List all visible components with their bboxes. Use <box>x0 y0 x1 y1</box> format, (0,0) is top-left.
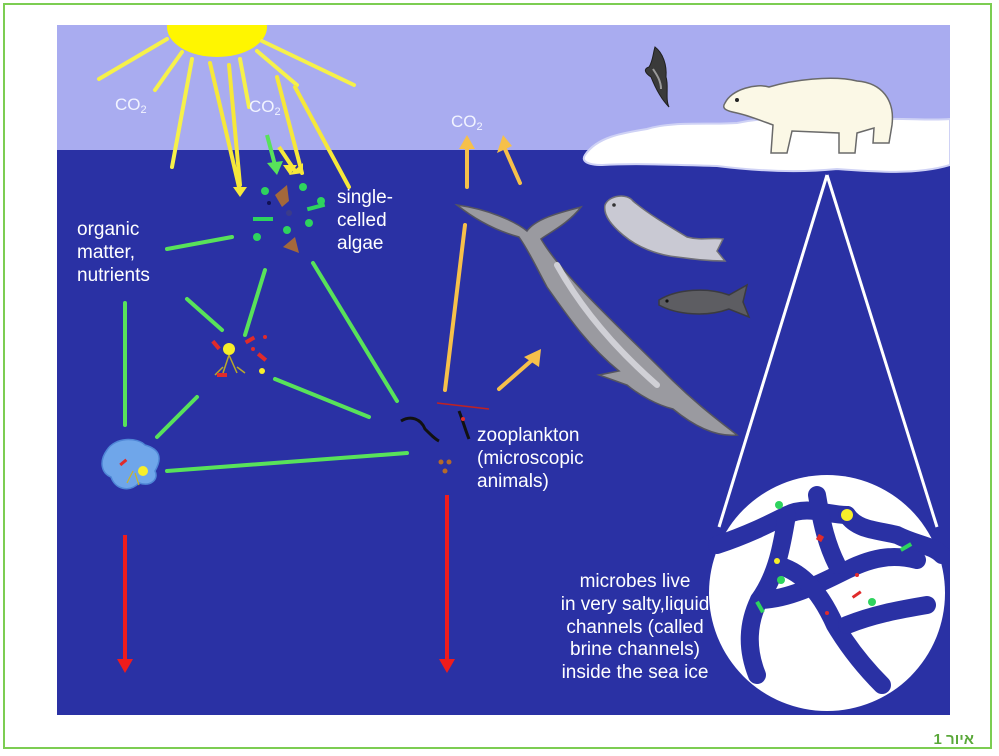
co2-subscript: 2 <box>275 106 281 118</box>
algae-label: single- celled algae <box>337 187 393 255</box>
co2-text: CO <box>115 95 141 114</box>
co2-label-right: CO2 <box>451 112 483 134</box>
co2-label-center: CO2 <box>249 97 281 119</box>
organic-matter-label: organic matter, nutrients <box>77 219 150 287</box>
co2-text: CO <box>249 97 275 116</box>
microbes-label: microbes live in very salty,liquid chann… <box>535 571 735 685</box>
figure-frame: CO2 CO2 CO2 organic matter, nutrients si… <box>3 3 992 749</box>
sea-ice-food-web-diagram: CO2 CO2 CO2 organic matter, nutrients si… <box>57 25 950 715</box>
figure-caption: איור 1 <box>934 731 974 748</box>
zooplankton-label: zooplankton (microscopic animals) <box>477 425 584 493</box>
co2-label-left: CO2 <box>115 95 147 117</box>
co2-subscript: 2 <box>477 121 483 133</box>
brine-channel-zoom-icon <box>709 475 945 711</box>
co2-text: CO <box>451 112 477 131</box>
co2-subscript: 2 <box>141 104 147 116</box>
